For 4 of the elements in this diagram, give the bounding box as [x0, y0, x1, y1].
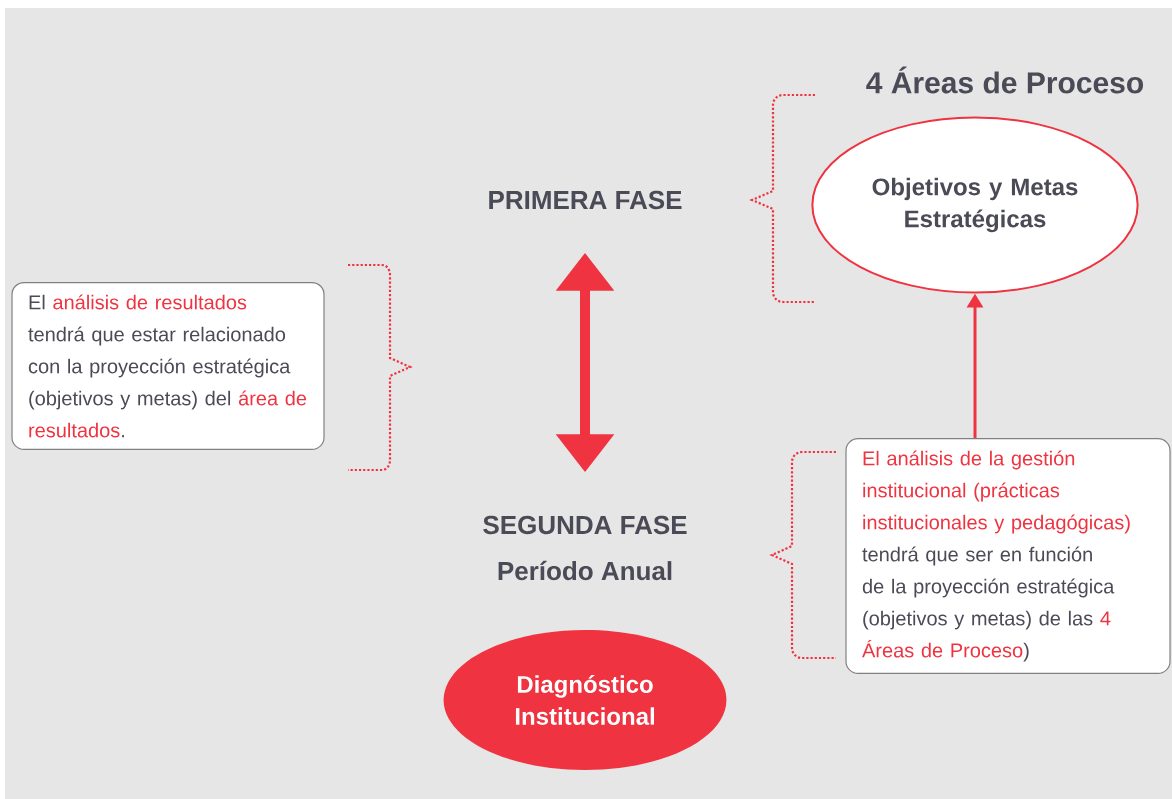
- phase-heading: SEGUNDA FASE Período Anual: [483, 515, 687, 581]
- text-box: El análisis de resultados tendrá que estar relacionado con la proyección estratégica (objetivos y metas) del área de resultados.: [11, 281, 325, 451]
- text-box: El análisis de la gestión institucional (prácticas institucionales y pedagógicas) tendrá que ser en función de la proyección estratégica (objetivos y metas) de las 4 Áreas de Proceso): [845, 437, 1171, 675]
- phase-heading: PRIMERA FASE: [489, 190, 682, 210]
